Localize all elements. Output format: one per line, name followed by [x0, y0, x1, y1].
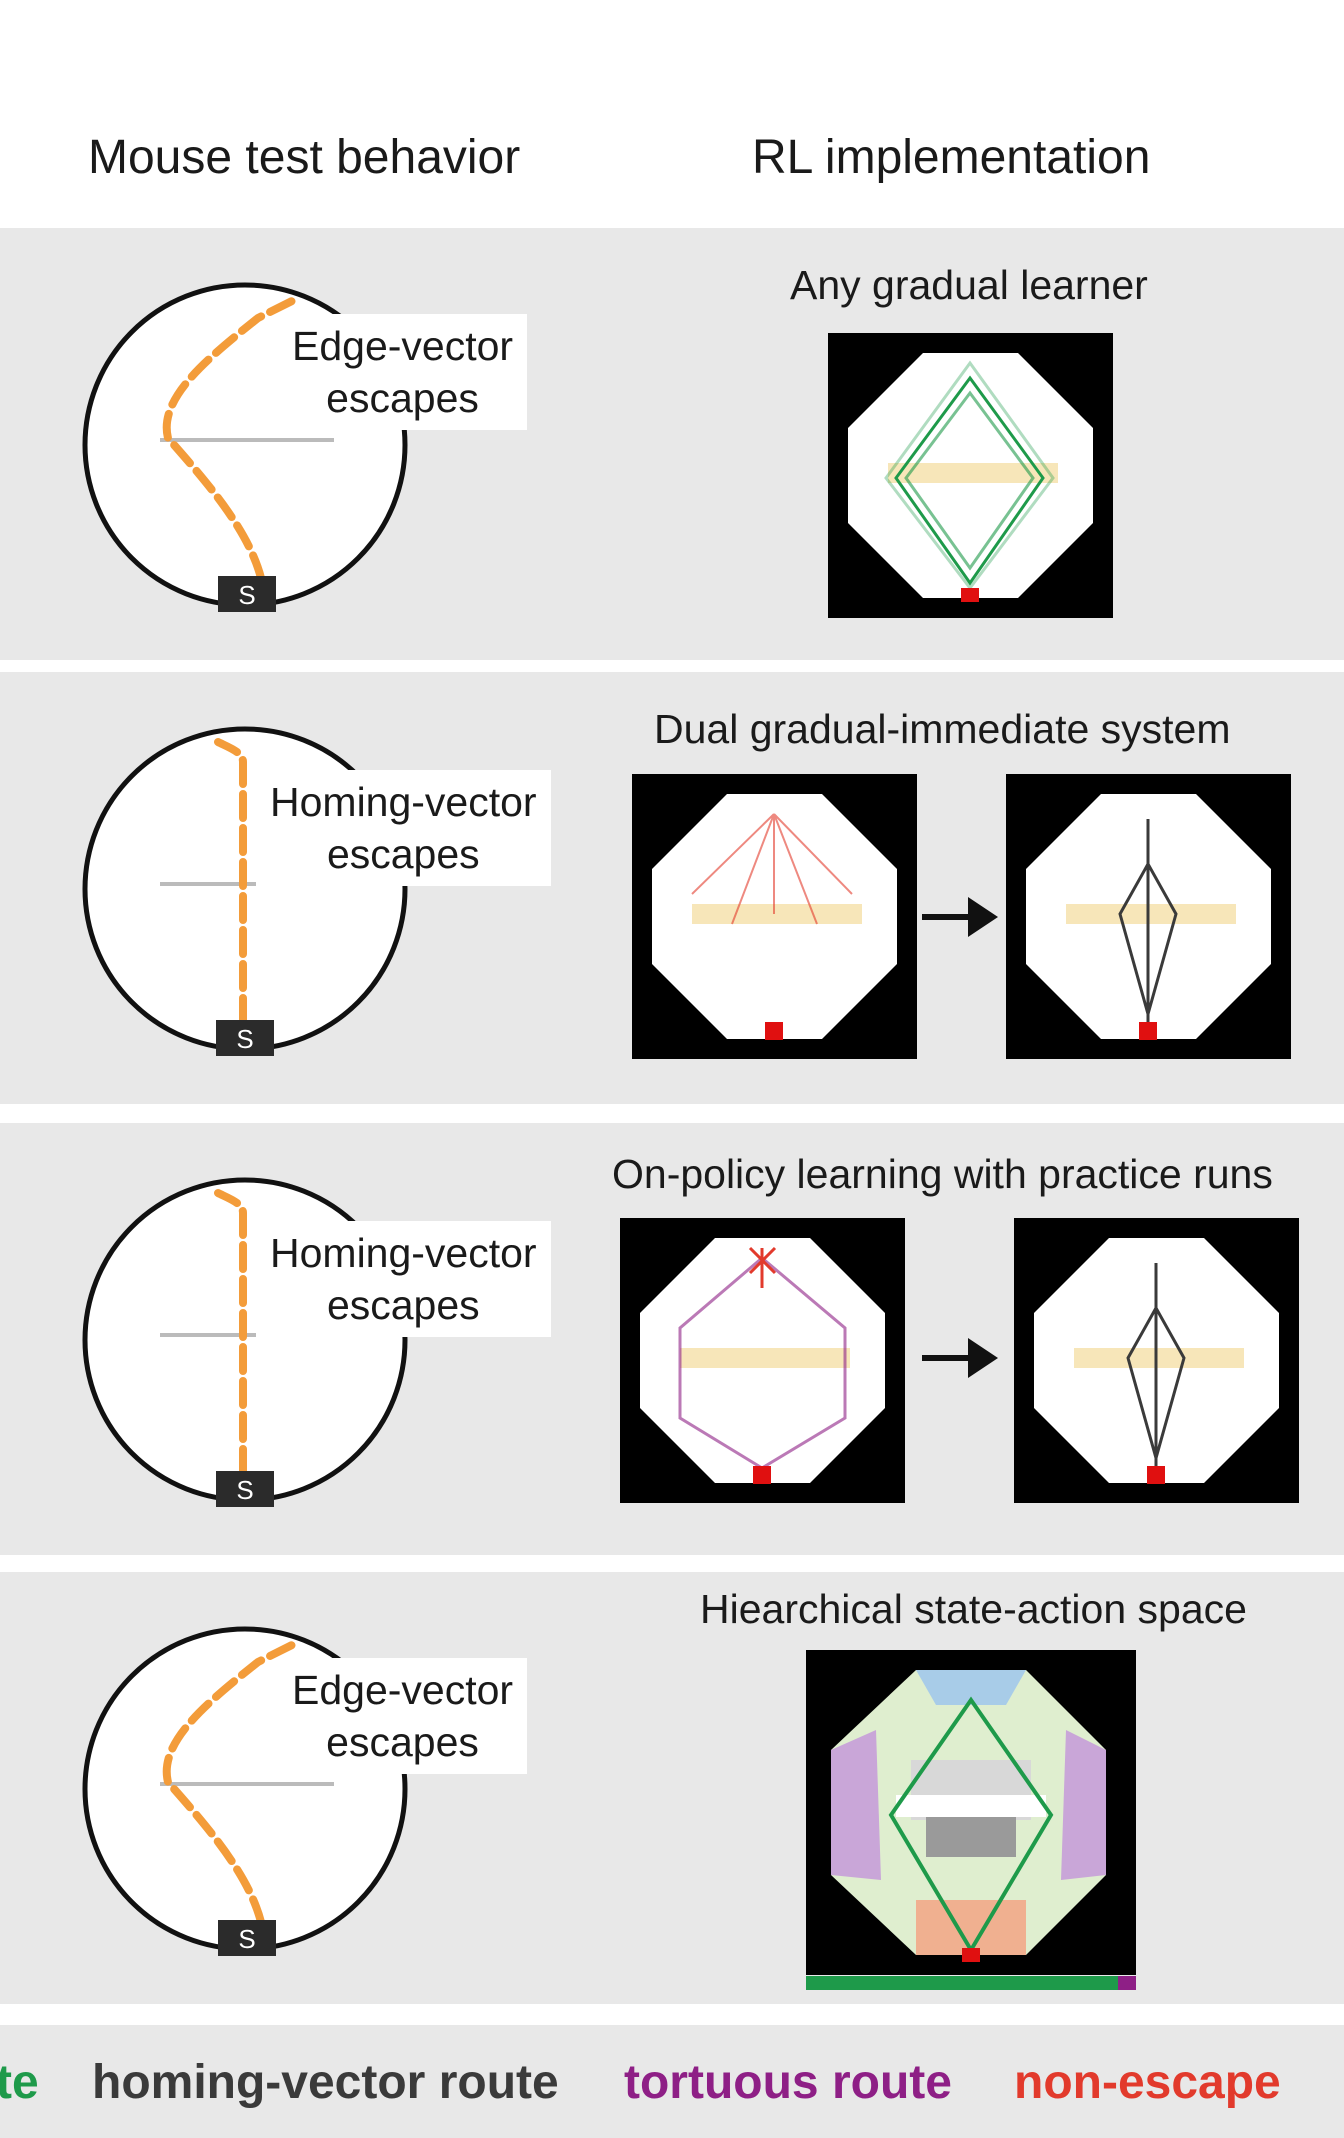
- behavior-label-4: Edge-vector escapes: [278, 1658, 528, 1774]
- grid-world-3a: [620, 1218, 905, 1503]
- grid-world-4: [806, 1650, 1136, 1990]
- grid-world-1: [828, 333, 1113, 618]
- legend-non-escape: non-escape: [1014, 2056, 1281, 2109]
- legend-edge-vector: te: [0, 2056, 39, 2109]
- legend-homing-vector: homing-vector route: [92, 2056, 559, 2109]
- behavior-label-1: Edge-vector escapes: [278, 314, 528, 430]
- grid-world-3b: [1014, 1218, 1299, 1503]
- header-mouse-behavior: Mouse test behavior: [88, 131, 521, 184]
- grid-world-2a: [632, 774, 917, 1059]
- model-title-4: Hiearchical state-action space: [700, 1586, 1247, 1632]
- panel-3: S Homing-vector escapes On-policy learni…: [0, 1123, 1344, 1555]
- model-title-1: Any gradual learner: [790, 262, 1148, 308]
- shelter-label: S: [236, 1475, 253, 1505]
- panel-4: S Edge-vector escapes Hiearchical state-…: [0, 1572, 1344, 2004]
- behavior-label-3: Homing-vector escapes: [256, 1221, 551, 1337]
- model-title-2: Dual gradual-immediate system: [654, 706, 1231, 752]
- shelter-label: S: [238, 1924, 255, 1954]
- legend-tortuous: tortuous route: [624, 2056, 952, 2109]
- arrow-icon: [922, 897, 998, 937]
- shelter-label: S: [238, 580, 255, 610]
- behavior-label-2: Homing-vector escapes: [256, 770, 551, 886]
- panel-2: S Homing-vector escapes Dual gradual-imm…: [0, 672, 1344, 1104]
- panel-1: S Edge-vector escapes Any gradual learne…: [0, 228, 1344, 660]
- model-title-3: On-policy learning with practice runs: [612, 1151, 1273, 1197]
- grid-world-2b: [1006, 774, 1291, 1059]
- header-rl-implementation: RL implementation: [752, 131, 1151, 184]
- arrow-icon: [922, 1338, 998, 1378]
- legend: te homing-vector route tortuous route no…: [0, 2025, 1344, 2138]
- shelter-label: S: [236, 1024, 253, 1054]
